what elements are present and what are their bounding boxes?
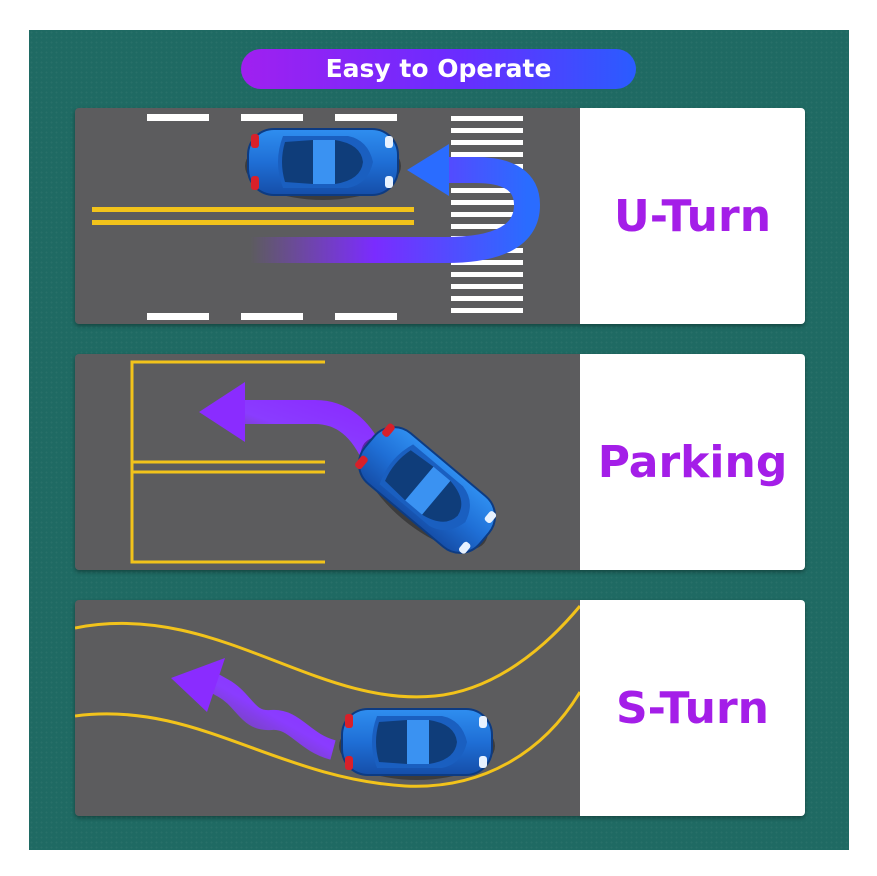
panel-label-s-turn: S-Turn	[615, 682, 769, 734]
car-icon	[338, 708, 496, 781]
panel-label-u-turn: U-Turn	[613, 190, 772, 242]
parking-panel: Parking	[75, 354, 805, 570]
panel-label-parking: Parking	[597, 436, 788, 488]
parking-label-box: Parking	[580, 354, 805, 570]
u-turn-road	[75, 108, 580, 324]
page-title: Easy to Operate	[241, 49, 636, 89]
s-turn-panel: S-Turn	[75, 600, 805, 816]
parking-road	[75, 354, 580, 570]
s-turn-road	[75, 600, 580, 816]
u-turn-arrow-icon	[250, 144, 541, 263]
s-turn-label-box: S-Turn	[580, 600, 805, 816]
car-icon	[244, 128, 402, 201]
u-turn-label-box: U-Turn	[580, 108, 805, 324]
u-turn-panel: U-Turn	[75, 108, 805, 324]
wavy-arrow-icon	[171, 658, 337, 760]
